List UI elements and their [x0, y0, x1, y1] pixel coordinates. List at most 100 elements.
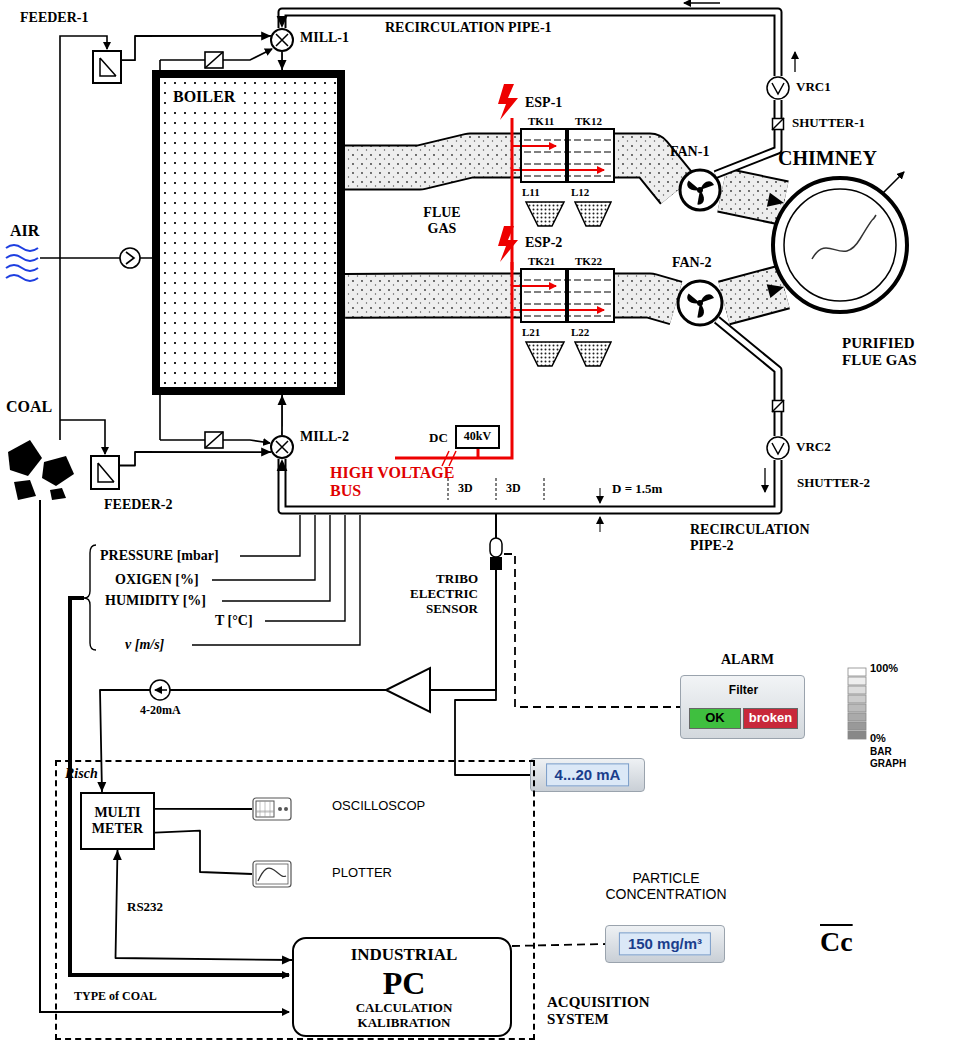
probe-geometry — [600, 488, 601, 503]
node-label: BOILER — [170, 88, 238, 106]
edge-label: RS232 — [124, 900, 166, 915]
bar-graph — [848, 686, 866, 694]
discharge-bolts — [498, 226, 518, 262]
signal-line — [113, 850, 292, 964]
coal-pile — [8, 440, 42, 476]
coal-line — [40, 500, 289, 1012]
node-label: Risch — [65, 766, 98, 782]
valve-circle-outline — [766, 436, 790, 460]
panel-display: 4...20 mA — [530, 758, 645, 792]
fan-symbol-outline — [676, 279, 724, 327]
discharge-bolts — [498, 84, 518, 262]
shutter-damper: SHUTTER-2 — [772, 400, 784, 412]
feeder-box: FEEDER-1 — [92, 50, 122, 84]
plain-label: 3D — [506, 482, 521, 496]
high-voltage-bus — [395, 118, 512, 458]
current-source-symbol — [150, 680, 170, 700]
coal-pile — [8, 440, 74, 500]
feeder-box-outline — [93, 51, 121, 83]
probe-geometry — [448, 478, 544, 500]
plain-label: AIR — [10, 222, 39, 240]
node-label: MILL-1 — [300, 30, 349, 46]
chimney-circle-outline — [812, 215, 876, 259]
air-waves — [6, 265, 38, 271]
measurement-wires — [70, 515, 360, 975]
connector-line — [345, 156, 520, 168]
signal-line — [97, 570, 496, 792]
signal-line — [155, 831, 252, 874]
connector-line — [345, 156, 520, 168]
connector-line — [776, 412, 781, 436]
node-label: ACQUISITION SYSTEM — [547, 994, 662, 1029]
oscilloscope-icon: OSCILLOSCOP — [252, 797, 292, 821]
bar-graph — [848, 713, 866, 721]
node-label: MILL-2 — [300, 429, 349, 445]
connector-line — [776, 100, 781, 118]
fan-symbol-outline — [680, 170, 720, 210]
arrow-head — [261, 448, 271, 457]
oscilloscope-icon-outline — [284, 807, 288, 811]
node-label: PC — [294, 965, 514, 1002]
feeder-box-outline — [90, 455, 120, 490]
mill-circle-outline — [270, 28, 294, 52]
plain-label: 4-20mA — [140, 704, 181, 718]
shutter-damper-outline — [773, 119, 784, 130]
recirculation-pipe — [277, 12, 778, 76]
discharge-bolts — [498, 84, 518, 120]
feeder-box-outline — [100, 58, 116, 76]
chimney-circle-outline — [773, 178, 907, 312]
mill-circle-outline — [276, 34, 288, 46]
node-label: MULTI METER — [87, 805, 149, 837]
arrow-head — [278, 395, 287, 405]
bar-graph — [848, 722, 866, 730]
corona-arrows — [512, 169, 604, 171]
precipitator-unit: ESP-2TK21TK22 — [520, 268, 615, 323]
feeder-box-outline — [92, 50, 122, 84]
flue-duct — [724, 284, 784, 303]
high-voltage-bus — [477, 449, 480, 458]
plain-label: PRESSURE [mbar] — [100, 548, 219, 564]
panel-display: PARTICLE CONCENTRATION150 mg/m³ — [605, 925, 725, 963]
shutter-damper-outline — [772, 400, 784, 412]
valve-circle: VRC1 — [766, 76, 790, 100]
air-line — [223, 49, 272, 60]
recirculation-pipe — [778, 100, 779, 118]
plain-label: 100% — [870, 662, 898, 675]
coal-pile — [14, 480, 36, 500]
valve-circle-outline — [767, 437, 789, 459]
air-line — [223, 440, 270, 443]
alarm-display: ALARMFilterOKbroken — [680, 675, 805, 739]
tribo-sensor-outline — [490, 557, 502, 570]
precipitator-field: TK21 — [520, 268, 567, 323]
node-label: SHUTTER-1 — [792, 116, 865, 131]
bar-graph — [848, 704, 866, 712]
node-label: FEEDER-2 — [104, 497, 172, 513]
air-line — [40, 257, 120, 259]
plotter-icon-outline — [258, 868, 286, 881]
air-line — [205, 432, 223, 448]
fan-symbol-outline — [697, 187, 703, 193]
measurement-wires — [240, 515, 300, 556]
plain-label: v [m/s] — [125, 637, 164, 653]
arrow-head — [282, 955, 292, 964]
oscilloscope-icon-outline — [252, 797, 292, 821]
measurement-wires — [222, 515, 330, 601]
bar-graph — [848, 668, 866, 676]
probe-geometry — [600, 517, 601, 532]
arrow-head — [278, 60, 287, 70]
valve-circle-outline — [772, 83, 784, 94]
plain-label: BAR GRAPH — [870, 746, 918, 769]
measurement-wires — [192, 515, 360, 645]
plain-label: FLUE GAS — [412, 205, 472, 237]
precipitator-unit: ESP-1TK11TK12 — [520, 128, 615, 183]
node-label: ESP-2 — [525, 235, 562, 251]
mill-circle: MILL-1 — [270, 28, 294, 52]
chimney-circle-outline — [770, 175, 910, 315]
chimney-circle: CHIMNEY — [770, 175, 910, 315]
flow-arrows — [764, 468, 765, 492]
connector-line — [282, 12, 778, 76]
flue-duct — [345, 156, 520, 168]
precipitator-field: TK22 — [567, 268, 615, 323]
amplifier-symbol — [386, 668, 430, 712]
